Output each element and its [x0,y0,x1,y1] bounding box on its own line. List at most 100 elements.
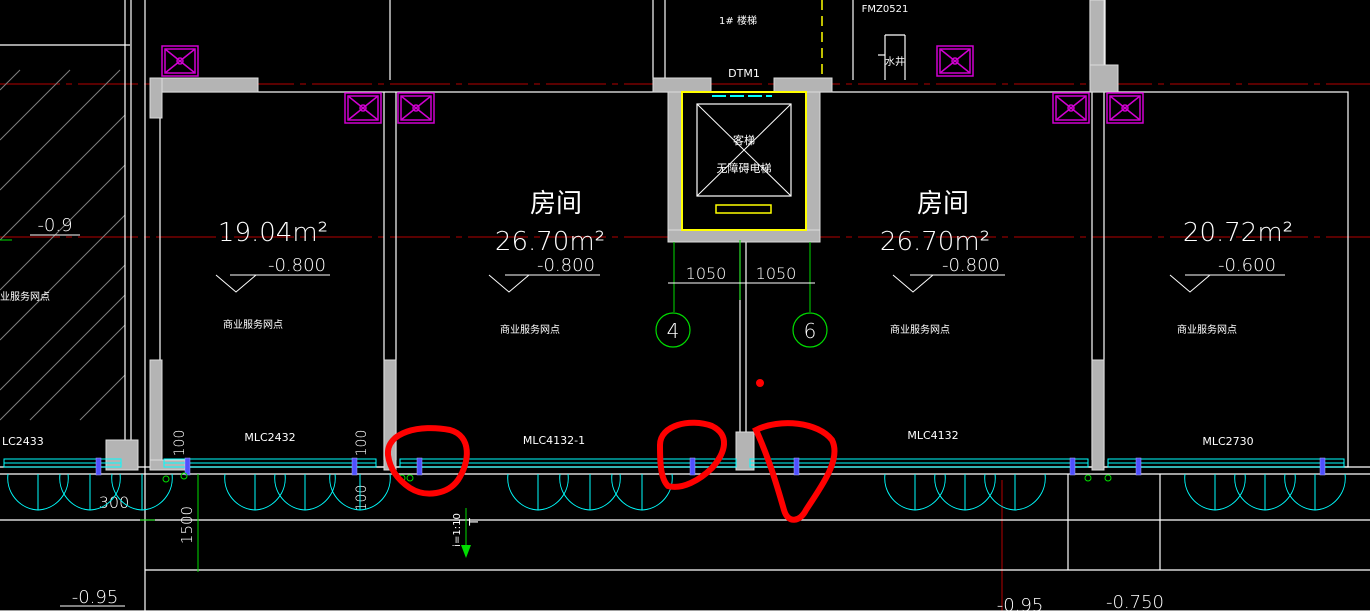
elevation-marks: -0.800 -0.800 -0.800 -0.600 -0.9 -0.95 -… [0,215,1285,611]
door-swing [507,473,539,511]
vent-box-inner [1055,95,1087,121]
vent-box [936,45,974,77]
door-swing [884,473,916,511]
door-swing [984,473,1016,511]
door-dtm-label: DTM1 [728,67,760,80]
vent-center [951,57,959,65]
axis-bubble-4 [655,312,691,348]
axis-label-4: 4 [667,319,680,343]
vent-diagonal [1055,95,1087,121]
annotation-circle-3 [752,420,838,523]
top-labels: 1# 楼梯 FMZ0521 水井 DTM1 [719,4,908,80]
elevator: 客梯 无障碍电梯 [681,91,807,231]
annotation-circle-1 [385,425,470,497]
elevation-text-left: -0.9 [37,215,72,236]
door-swing [537,473,569,511]
door-swing [37,473,69,511]
room-name: 房间 [530,189,582,219]
room-use: 商业服务网点 [890,323,950,336]
door-swing [611,473,643,511]
door-swing [914,473,946,511]
door-swing [1314,473,1346,511]
slope-indicator: i=1:10 T [452,508,481,558]
door-swing [304,473,336,511]
room-name: 房间 [917,189,969,219]
axis-lines [0,83,1370,611]
room-use: 商业服务网点 [500,323,560,336]
windows-doors [3,458,1346,511]
vent-diagonal [164,48,196,74]
room-area: 26.70m² [495,227,605,257]
dimension-300: 300 [99,493,130,512]
window-label: MLC2730 [1202,435,1253,448]
room-area: 26.70m² [880,227,990,257]
window-mullions [95,457,1326,476]
vent-box [1106,92,1144,124]
elevation-text: -0.800 [942,255,1000,276]
vent-diagonal [1109,95,1141,121]
vent-box-inner [164,48,196,74]
dimension-1050-left: 1050 [686,264,727,283]
window-mullion [1135,457,1142,476]
door-swing [1184,473,1216,511]
svg-text:T: T [467,518,481,527]
door-swing [141,473,173,511]
vent-box-inner [347,95,379,121]
axis-label-6: 6 [804,319,817,343]
vent-box [397,92,435,124]
stair-label: 1# 楼梯 [719,14,757,27]
room-use: 商业服务网点 [1177,323,1237,336]
window-mullion [184,457,191,476]
vent-center [359,104,367,112]
slope-label: i=1:10 [452,513,463,547]
door-fmz-label: FMZ0521 [862,4,909,15]
vent-center [412,104,420,112]
room-use: 商业服务网点 [223,318,283,331]
room-area: 20.72m² [1183,218,1293,248]
elevation-bottom-right: -0.750 [1106,592,1164,611]
dimensions: 1050 1050 4 6 300 1500 100 100 100 [99,240,828,572]
door-swing [89,473,121,511]
dimension-100: 100 [354,485,370,512]
vent-diagonal [347,95,379,121]
water-well-label: 水井 [885,55,905,68]
door-swing [641,473,673,511]
window-labels: MLC2432 MLC4132-1 MLC4132 MLC2730 LC2433 [2,429,1254,448]
dimension-1500: 1500 [178,506,196,544]
walls [105,0,1119,471]
elevation-bottom-left: -0.95 [72,587,119,608]
elevation-text: -0.800 [537,255,595,276]
door-swing [1214,473,1246,511]
door-swing [1284,473,1316,511]
annotation-circle-2 [656,419,727,490]
vent-box-inner [400,95,432,121]
room-use-partial: 业服务网点 [0,290,50,303]
window-mullion [689,457,696,476]
vent-center [1067,104,1075,112]
vent-box [344,92,382,124]
door-swing [589,473,621,511]
room-labels: 房间 房间 19.04m² 26.70m² 26.70m² 20.72m² 商业… [0,189,1293,336]
vent-box-inner [939,48,971,74]
door-swing [1264,473,1296,511]
elevation-text: -0.600 [1218,255,1276,276]
window-label: LC2433 [2,435,44,448]
hatch-area [0,69,126,421]
window-mullion [1319,457,1326,476]
vent-box [161,45,199,77]
elevation-bottom-mid: -0.95 [997,595,1044,611]
elevator-label-bottom: 无障碍电梯 [717,161,772,175]
door-swing [934,473,966,511]
door-swing [329,473,361,511]
room-area: 19.04m² [218,218,328,248]
red-annotations [385,419,838,523]
window-label: MLC4132 [907,429,958,442]
door-swing [111,473,143,511]
elevation-text: -0.800 [268,255,326,276]
door-swing [1014,473,1046,511]
red-dot [756,379,764,387]
dimension-100: 100 [172,430,188,457]
door-swing [964,473,996,511]
door-swing [274,473,306,511]
